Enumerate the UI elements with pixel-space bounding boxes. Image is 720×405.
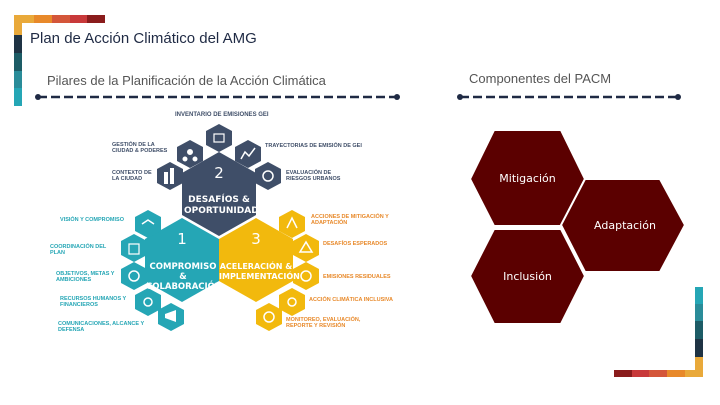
pillar-2-title-line1: DESAFÍOS &	[188, 195, 250, 205]
residual-emissions-icon	[293, 262, 319, 290]
pillar-1-hex	[145, 218, 219, 302]
left-divider-line	[35, 94, 400, 100]
inclusion-hex	[468, 228, 587, 325]
emission-trajectory-label: TRAYECTORIAS DE EMISIÓN DE GEI	[265, 143, 362, 149]
pillar-1-title-line2: COLABORACIÓN	[146, 282, 223, 293]
hex-icon-group-3	[256, 210, 319, 331]
coordination-label: COORDINACIÓN DEL PLAN	[50, 244, 107, 257]
pillar-1-title: COMPROMISO & COLABORACIÓN	[146, 262, 223, 293]
pillar-2-hex	[182, 152, 256, 236]
city-management-label: GESTIÓN DE LA CIUDAD & PODERES	[112, 142, 168, 155]
adaptation-label: Adaptación	[594, 219, 656, 232]
pillar-2-title-line2: OPORTUNIDADES	[184, 205, 272, 216]
monitoring-label: MONITOREO, EVALUACIÓN, REPORTE Y REVISIÓ…	[286, 317, 361, 330]
pillar-3-number: 3	[251, 230, 261, 248]
city-context-label: CONTEXTO DE LA CIUDAD	[112, 170, 152, 183]
right-divider-line	[457, 94, 681, 100]
mitigation-label: Mitigación	[499, 172, 556, 185]
communications-label: COMUNICACIONES, ALCANCE Y DEFENSA	[58, 321, 145, 334]
residual-emissions-label: EMISIONES RESIDUALES	[323, 274, 391, 280]
left-section-heading: Pilares de la Planificación de la Acción…	[47, 73, 326, 88]
inventory-icon	[206, 124, 232, 152]
objectives-label: OBJETIVOS, METAS Y AMBICIONES	[56, 271, 115, 284]
expected-challenges-icon	[293, 234, 319, 262]
page-title: Plan de Acción Climático del AMG	[30, 30, 257, 47]
resources-icon	[135, 288, 161, 316]
vision-label: VISIÓN Y COMPROMISO	[60, 217, 124, 223]
pillar-3-title: ACELERACIÓN & IMPLEMENTACIÓN	[219, 262, 300, 281]
inclusive-action-icon	[279, 288, 305, 316]
urban-risk-label: EVALUACIÓN DE RIESGOS URBANOS	[286, 170, 341, 183]
right-section-heading: Componentes del PACM	[469, 71, 612, 86]
pillar-2-title: DESAFÍOS & OPORTUNIDADES	[184, 195, 272, 217]
expected-challenges-label: DESAFÍOS ESPERADOS	[323, 241, 388, 247]
urban-risk-icon	[255, 162, 281, 190]
mitigation-actions-label: ACCIONES DE MITIGACIÓN Y ADAPTACIÓN	[311, 214, 389, 227]
resources-label: RECURSOS HUMANOS Y FINANCIEROS	[60, 296, 127, 309]
monitoring-icon	[256, 303, 282, 331]
inventory-label: INVENTARIO DE EMISIONES GEI	[175, 112, 269, 118]
pillar-3-hex	[219, 218, 293, 302]
hex-glyphs	[128, 133, 314, 323]
pillar-2-number: 2	[214, 164, 224, 182]
objectives-icon	[121, 262, 147, 290]
pillar-3-title-line1: ACELERACIÓN &	[219, 262, 293, 271]
vision-icon	[135, 210, 161, 238]
adaptation-hex	[559, 178, 687, 273]
mitigation-actions-icon	[279, 210, 305, 238]
coordination-icon	[121, 234, 147, 262]
pillar-3-title-line2: IMPLEMENTACIÓN	[219, 271, 300, 281]
pillar-1-title-line1: COMPROMISO &	[149, 262, 217, 283]
pillar-1-number: 1	[177, 230, 187, 248]
inclusive-action-label: ACCIÓN CLIMÁTICA INCLUSIVA	[309, 297, 394, 303]
inclusion-label: Inclusión	[503, 270, 552, 283]
